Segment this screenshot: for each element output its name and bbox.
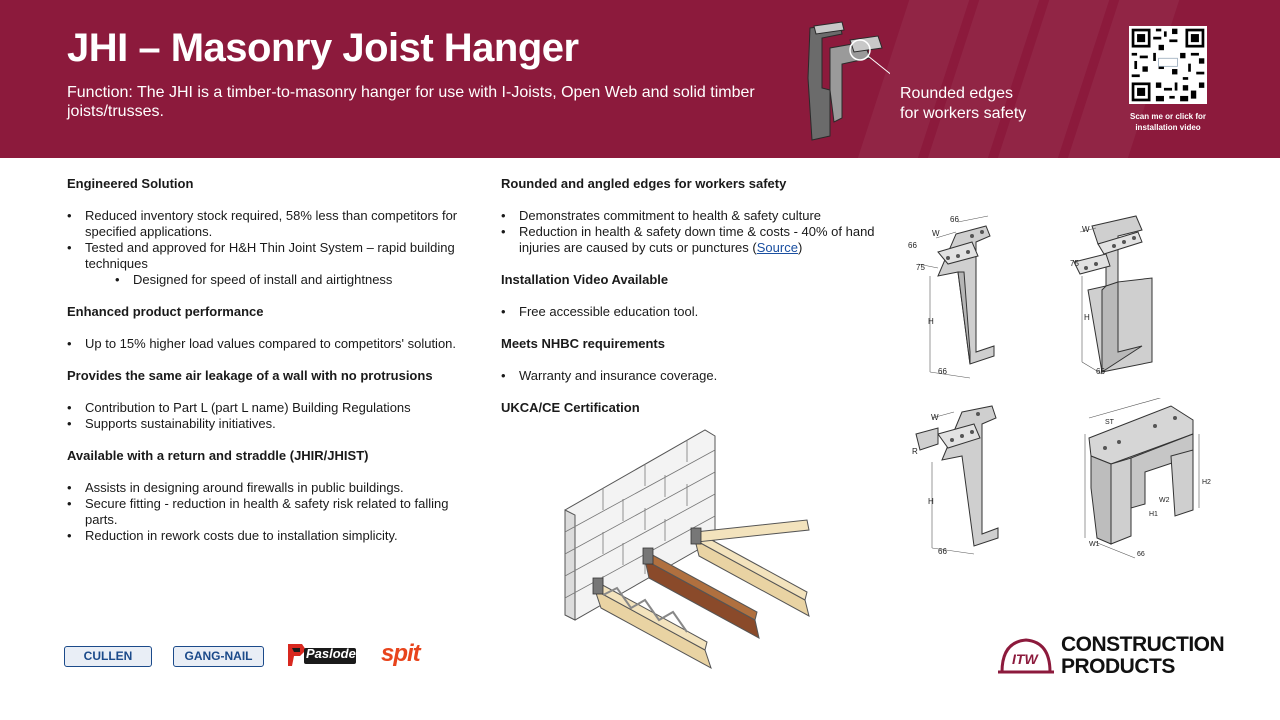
paslode-logo [288,644,356,666]
left-column: Engineered Solution Reduced inventory st… [67,176,477,544]
list-item: Contribution to Part L (part L name) Bui… [67,400,477,416]
function-description: Function: The JHI is a timber-to-masonry… [67,84,755,120]
section-heading: UKCA/CE Certification [501,400,640,415]
itw-helmet-logo: ITW [998,638,1054,674]
spit-logo: spit [381,640,421,667]
construction-products-logo-line-2: PRODUCTS [1061,655,1175,678]
dim-label: H1 [1149,511,1158,518]
gang-nail-logo: GANG-NAIL [173,646,264,667]
dim-label: H [1084,313,1090,322]
bullet-list: Demonstrates commitment to health & safe… [501,208,891,256]
jhi-wide-technical-drawing: W 75 H 66 [1070,215,1153,376]
list-item-text-end: ) [797,240,803,255]
section-heading: Engineered Solution [67,176,194,191]
bullet-list: Assists in designing around firewalls in… [67,480,477,544]
joist-hanger-photo [807,21,890,141]
dim-label: H2 [1202,479,1211,486]
list-item: Free accessible education tool. [501,304,891,320]
list-item: Reduction in health & safety down time &… [501,224,891,256]
dim-label: H [928,497,934,506]
dim-label: W [1082,225,1090,234]
dim-label: W [931,413,939,422]
dim-label: W2 [1159,497,1170,504]
bullet-list: Up to 15% higher load values compared to… [67,336,477,352]
list-item: Secure fitting - reduction in health & s… [67,496,477,528]
jhir-return-technical-drawing: W R H 66 [912,405,999,556]
construction-products-logo-line-1: CONSTRUCTION [1061,633,1225,656]
list-item: Supports sustainability initiatives. [67,416,477,432]
bullet-list: Contribution to Part L (part L name) Bui… [67,400,477,432]
list-item: Assists in designing around firewalls in… [67,480,477,496]
dim-label: 66 [1096,367,1105,376]
cullen-logo: CULLEN [64,646,152,667]
jhist-straddle-technical-drawing: ST H2 W2 H1 W1 66 [1084,398,1211,559]
qr-caption-line-2: installation video [1135,123,1201,132]
dim-label: 66 [908,241,917,250]
callout-line-1: Rounded edges [900,85,1013,102]
list-item: Up to 15% higher load values compared to… [67,336,477,352]
dim-label: 66 [938,367,947,376]
dim-label: R [912,447,918,456]
sub-bullet-list: Designed for speed of install and airtig… [115,272,477,288]
section-heading: Provides the same air leakage of a wall … [67,368,433,383]
bullet-list: Warranty and insurance coverage. [501,368,891,384]
section-heading: Available with a return and straddle (JH… [67,448,369,463]
list-item: Reduction in rework costs due to install… [67,528,477,544]
list-item-text: Reduction in health & safety down time &… [519,224,875,255]
dim-label: 66 [1137,551,1145,558]
list-item: Reduced inventory stock required, 58% le… [67,208,477,240]
jhi-technical-drawing: W 66 66 75 H 66 [908,215,995,379]
dim-label: 66 [938,547,947,556]
qr-caption-line-1: Scan me or click for [1129,112,1207,121]
dim-label: 75 [916,263,925,272]
dim-label: 75 [1070,259,1079,268]
dim-label: W1 [1089,541,1100,548]
page-title: JHI – Masonry Joist Hanger [67,26,579,70]
header-banner: JHI – Masonry Joist Hanger Function: The… [0,0,1280,158]
list-item: Tested and approved for H&H Thin Joint S… [67,240,477,272]
source-link[interactable]: Source [756,240,798,255]
qr-caption: Scan me or click for installation video [1118,111,1218,133]
section-heading: Installation Video Available [501,272,669,287]
list-item: Demonstrates commitment to health & safe… [501,208,891,224]
bullet-list: Free accessible education tool. [501,304,891,320]
bullet-list: Reduced inventory stock required, 58% le… [67,208,477,272]
masonry-wall-installation-illustration [564,429,810,670]
section-heading: Meets NHBC requirements [501,336,665,351]
dim-label: 66 [950,215,959,224]
qr-code-icon[interactable] [1129,26,1207,104]
section-heading: Rounded and angled edges for workers saf… [501,176,787,191]
rounded-edges-callout: Rounded edges for workers safety [900,84,1026,124]
list-item: Warranty and insurance coverage. [501,368,891,384]
list-item: Designed for speed of install and airtig… [115,272,477,288]
section-heading: Enhanced product performance [67,304,264,319]
middle-column: Rounded and angled edges for workers saf… [501,176,891,416]
dim-label: H [928,317,934,326]
dim-label: W [932,229,940,238]
callout-line-2: for workers safety [900,105,1027,122]
dim-label: ST [1105,419,1115,426]
paslode-logo-text: Paslode [306,646,356,661]
itw-text: ITW [1012,651,1039,667]
